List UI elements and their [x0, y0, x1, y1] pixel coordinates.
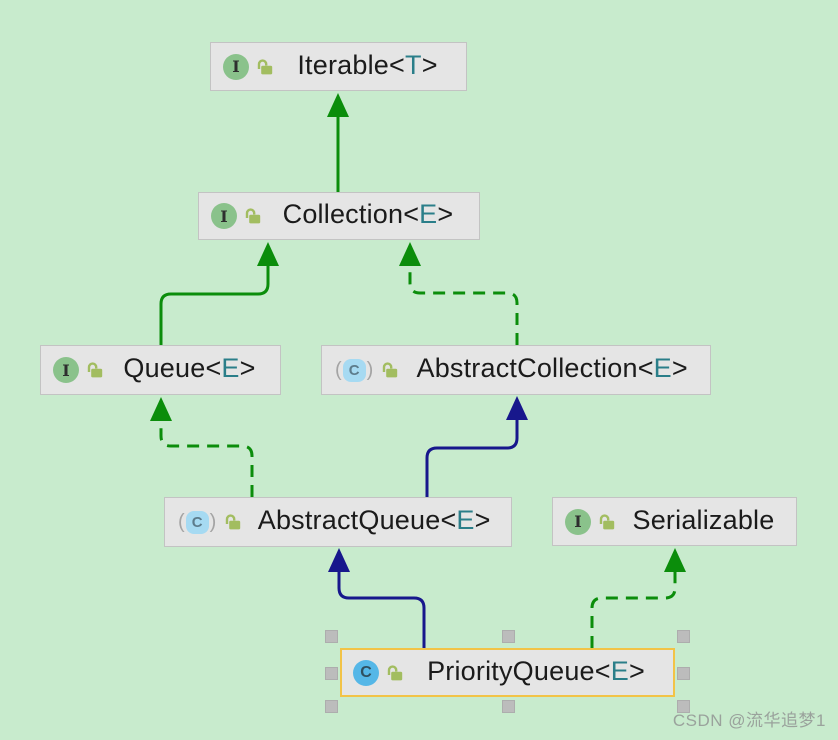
edge-abstract-collection-implements-collection[interactable]: [408, 264, 519, 345]
class-icon: C: [353, 659, 379, 686]
abstract-class-icon: (C): [335, 358, 374, 382]
selection-handle-bottom-center[interactable]: [501, 700, 515, 713]
public-lock-icon: [383, 362, 398, 378]
class-node-abstract-queue[interactable]: (C) AbstractQueue<E>: [164, 497, 512, 547]
interface-icon: I: [211, 203, 237, 229]
edge-abstract-queue-implements-queue[interactable]: [159, 419, 254, 497]
arrowhead-extends: [506, 396, 528, 420]
arrowhead-implements: [664, 548, 686, 572]
arrowhead-implements: [150, 397, 172, 421]
edge-priority-queue-extends-abstract-queue[interactable]: [337, 570, 426, 648]
class-node-serializable[interactable]: I Serializable: [552, 497, 797, 546]
selection-handle-mid-left[interactable]: [325, 666, 338, 680]
public-lock-icon: [599, 513, 615, 529]
class-node-collection[interactable]: I Collection<E>: [198, 192, 480, 240]
selection-handle-bottom-right[interactable]: [677, 700, 690, 713]
node-label: PriorityQueue<E>: [427, 655, 645, 686]
arrowhead-implements: [399, 242, 421, 266]
interface-icon: I: [565, 508, 591, 535]
edge-priority-queue-implements-serializable[interactable]: [590, 570, 677, 648]
class-node-queue[interactable]: I Queue<E>: [40, 345, 281, 395]
public-lock-icon: [87, 362, 103, 378]
node-label: Serializable: [632, 504, 775, 535]
selection-handle-bottom-left[interactable]: [325, 700, 338, 713]
interface-icon: I: [53, 357, 79, 383]
node-label: AbstractCollection<E>: [416, 353, 688, 383]
public-lock-icon: [257, 58, 273, 74]
public-lock-icon: [387, 664, 403, 680]
node-label: Queue<E>: [123, 353, 256, 383]
selection-handle-top-center[interactable]: [501, 630, 515, 643]
public-lock-icon: [226, 514, 241, 530]
selection-handle-top-right[interactable]: [677, 630, 690, 643]
arrowhead-extends: [327, 93, 349, 117]
node-label: AbstractQueue<E>: [257, 505, 491, 535]
edge-abstract-queue-extends-abstract-collection[interactable]: [425, 418, 519, 497]
selection-handle-mid-right[interactable]: [677, 666, 690, 680]
node-label: Collection<E>: [282, 199, 454, 229]
arrowhead-extends: [257, 242, 279, 266]
class-node-iterable[interactable]: I Iterable<T>: [210, 42, 467, 91]
public-lock-icon: [245, 208, 261, 224]
watermark: CSDN @流华追梦1: [672, 711, 826, 730]
abstract-class-icon: (C): [178, 510, 217, 534]
class-node-priority-queue[interactable]: C PriorityQueue<E>: [340, 648, 675, 697]
selection-handle-top-left[interactable]: [325, 630, 338, 643]
edge-queue-extends-collection[interactable]: [159, 264, 270, 345]
interface-icon: I: [223, 53, 249, 80]
class-node-abstract-collection[interactable]: (C) AbstractCollection<E>: [321, 345, 711, 395]
node-label: Iterable<T>: [297, 49, 438, 80]
arrowhead-extends: [328, 548, 350, 572]
